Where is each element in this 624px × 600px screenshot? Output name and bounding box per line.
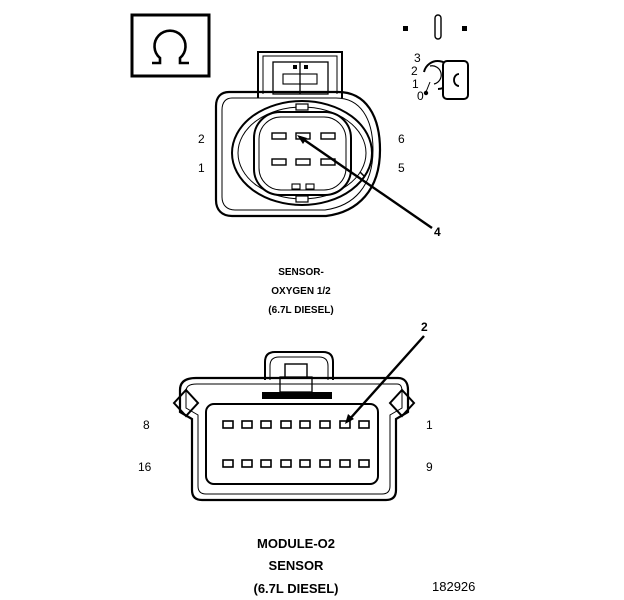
caption-line-2: SENSOR (269, 558, 325, 573)
module-o2-sensor-connector: 2 8 1 16 9 (138, 320, 433, 502)
pin-label-5: 5 (398, 161, 405, 175)
figure-number: 182926 (432, 579, 475, 594)
caption-line-1: SENSOR- (278, 267, 324, 278)
pin-label-1: 1 (198, 161, 205, 175)
pin-label-2: 2 (198, 132, 205, 146)
pin-label-1: 1 (426, 418, 433, 432)
caption-line-1: MODULE-O2 (257, 536, 335, 551)
pin-callout-2: 2 (421, 320, 428, 334)
cavity-row-bottom (222, 459, 370, 468)
oxygen-sensor-caption: SENSOR- OXYGEN 1/2 (6.7L DIESEL) (268, 267, 333, 316)
caption-line-2: OXYGEN 1/2 (271, 286, 331, 297)
key-label-3: 3 (414, 51, 421, 65)
connector-position-key-icon: 3 2 1 0 (403, 14, 469, 103)
omega-icon (130, 13, 211, 78)
key-label-0: 0 (417, 89, 424, 103)
caption-line-3: (6.7L DIESEL) (253, 581, 338, 596)
key-label-1: 1 (412, 77, 419, 91)
oxygen-sensor-connector: 2 1 6 5 4 (198, 51, 441, 239)
cavity-row-top (222, 420, 370, 429)
pin-label-16: 16 (138, 460, 152, 474)
pin-label-8: 8 (143, 418, 150, 432)
pin-label-9: 9 (426, 460, 433, 474)
module-caption: MODULE-O2 SENSOR (6.7L DIESEL) (253, 536, 338, 596)
key-label-2: 2 (411, 64, 418, 78)
pin-label-6: 6 (398, 132, 405, 146)
caption-line-3: (6.7L DIESEL) (268, 305, 333, 316)
pin-callout-4: 4 (434, 225, 441, 239)
